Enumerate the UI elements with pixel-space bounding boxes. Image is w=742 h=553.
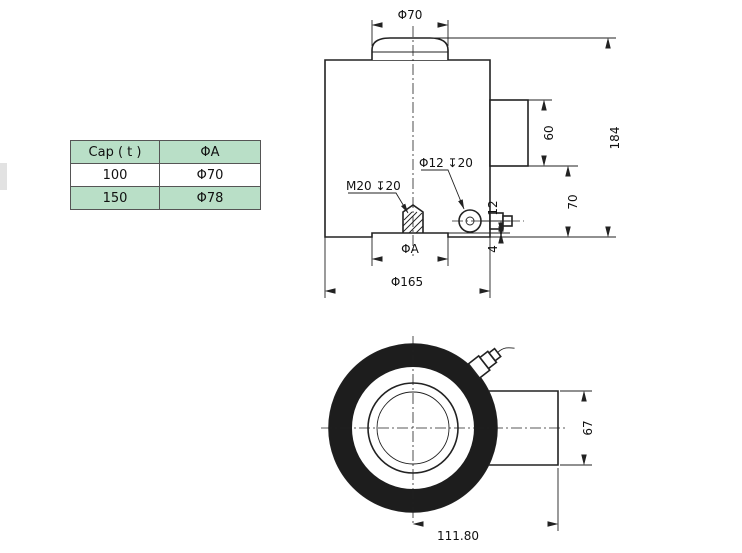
dim-block-height-label: 67	[581, 420, 595, 435]
spec-table: Cap ( t ) ΦA 100 Φ70 150 Φ78	[70, 140, 261, 210]
header-phia: ΦA	[159, 140, 261, 164]
dim-recess-depth-label: 4	[486, 245, 500, 253]
cable	[497, 347, 515, 353]
bottom-view-centerlines	[321, 336, 568, 524]
cable-gland-bottom	[467, 347, 515, 380]
extension-lines	[324, 20, 616, 298]
cell-phia-78: Φ78	[159, 186, 261, 210]
side-view: Φ70 ΦA Φ165 184 60 70 12 4 M20 ↧20 Φ12 ↧…	[324, 8, 622, 298]
cell-cap-150: 150	[70, 186, 160, 210]
hatching	[402, 211, 424, 234]
dim-base-diameter-label: Φ165	[391, 275, 423, 289]
dim-width-label: 111.80	[437, 529, 479, 543]
dim-cable-offset-label: 12	[486, 200, 500, 215]
dim-connector-height-label: 60	[542, 125, 556, 140]
scan-artifact	[0, 163, 7, 190]
leader-m20	[348, 192, 409, 214]
dim-lower-height-label: 70	[566, 194, 580, 209]
bottom-view: 67 111.80	[321, 336, 595, 543]
dim-cap-diameter-label: Φ70	[398, 8, 423, 22]
dim-total-height-label: 184	[608, 127, 622, 150]
label-center-hole: M20 ↧20	[346, 179, 401, 193]
table-header-row: Cap ( t ) ΦA	[70, 140, 261, 164]
connector-block-side	[489, 99, 529, 167]
table-row: 150 Φ78	[70, 186, 261, 210]
header-cap: Cap ( t )	[70, 140, 160, 164]
cell-phia-70: Φ70	[159, 163, 261, 187]
extension-lines-bottom	[557, 390, 592, 531]
leader-phi12	[421, 169, 465, 210]
load-button-dome	[371, 37, 449, 60]
dim-recess-diameter-label: ΦA	[401, 242, 419, 256]
table-row: 100 Φ70	[70, 163, 261, 187]
label-side-hole: Φ12 ↧20	[419, 156, 473, 170]
